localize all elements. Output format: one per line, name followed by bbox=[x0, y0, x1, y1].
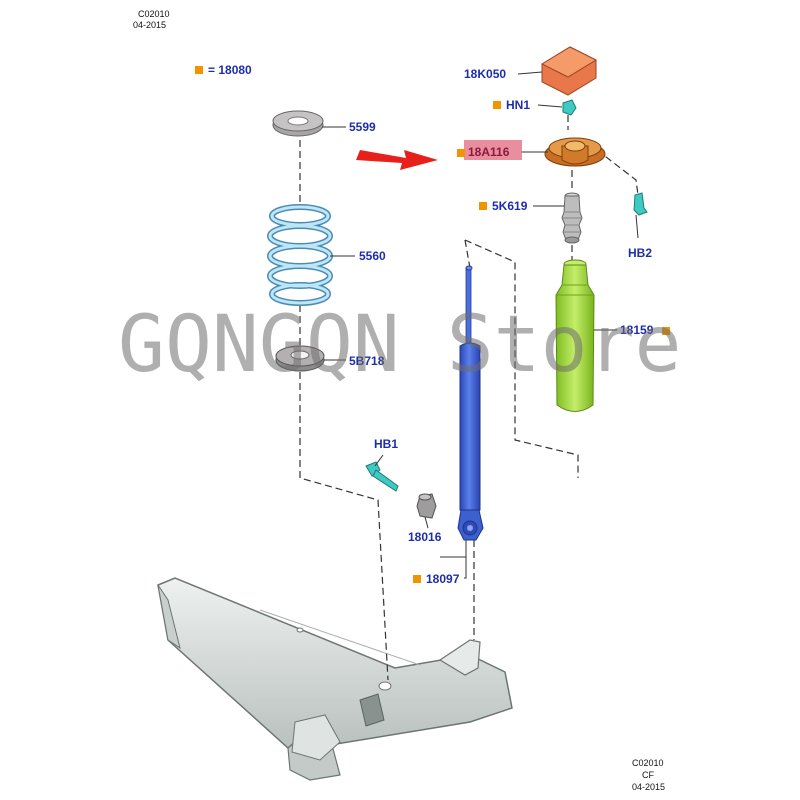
label-18k050: 18K050 bbox=[464, 67, 507, 81]
callout-arrow bbox=[356, 150, 438, 170]
bolt-hb1 bbox=[365, 461, 399, 492]
label-5k619: 5K619 bbox=[492, 199, 528, 213]
marker-18097 bbox=[413, 575, 421, 583]
bushing bbox=[416, 493, 437, 519]
label-18159: 18159 bbox=[620, 323, 654, 337]
label-18016: 18016 bbox=[408, 530, 442, 544]
marker-hn1 bbox=[493, 101, 501, 109]
footer-code: C02010 bbox=[632, 758, 664, 768]
header-date: 04-2015 bbox=[133, 20, 167, 30]
label-5b718: 5B718 bbox=[349, 354, 385, 368]
assembly-guide-lines bbox=[299, 115, 639, 681]
watermark-text: GQNGQN Store bbox=[118, 300, 682, 390]
marker-18159 bbox=[662, 327, 670, 335]
dust-boot bbox=[555, 259, 595, 412]
legend-label: = 18080 bbox=[208, 63, 252, 77]
highlight-box bbox=[464, 140, 522, 160]
marker-18a116 bbox=[457, 149, 465, 157]
rubber-pad bbox=[540, 46, 598, 96]
header-code: C02010 bbox=[138, 9, 170, 19]
bolt-hb2 bbox=[633, 192, 648, 216]
bump-stop bbox=[561, 192, 583, 244]
label-5560: 5560 bbox=[359, 249, 386, 263]
upper-spring-seat bbox=[272, 110, 324, 137]
marker-5k619 bbox=[479, 202, 487, 210]
label-5599: 5599 bbox=[349, 120, 376, 134]
footer-sub: CF bbox=[642, 770, 654, 780]
footer-date: 04-2015 bbox=[632, 782, 666, 792]
hex-nut bbox=[562, 99, 577, 116]
label-hn1: HN1 bbox=[506, 98, 531, 112]
upper-shock-mount bbox=[544, 137, 606, 167]
lower-spring-insulator bbox=[275, 345, 325, 372]
label-hb1: HB1 bbox=[374, 437, 399, 451]
shock-absorber bbox=[457, 265, 484, 541]
label-18a116: 18A116 bbox=[468, 145, 510, 159]
rear-axle-beam bbox=[157, 577, 513, 781]
label-hb2: HB2 bbox=[628, 246, 653, 260]
leader-lines bbox=[322, 71, 639, 579]
label-18097: 18097 bbox=[426, 572, 460, 586]
legend-marker bbox=[195, 66, 203, 74]
